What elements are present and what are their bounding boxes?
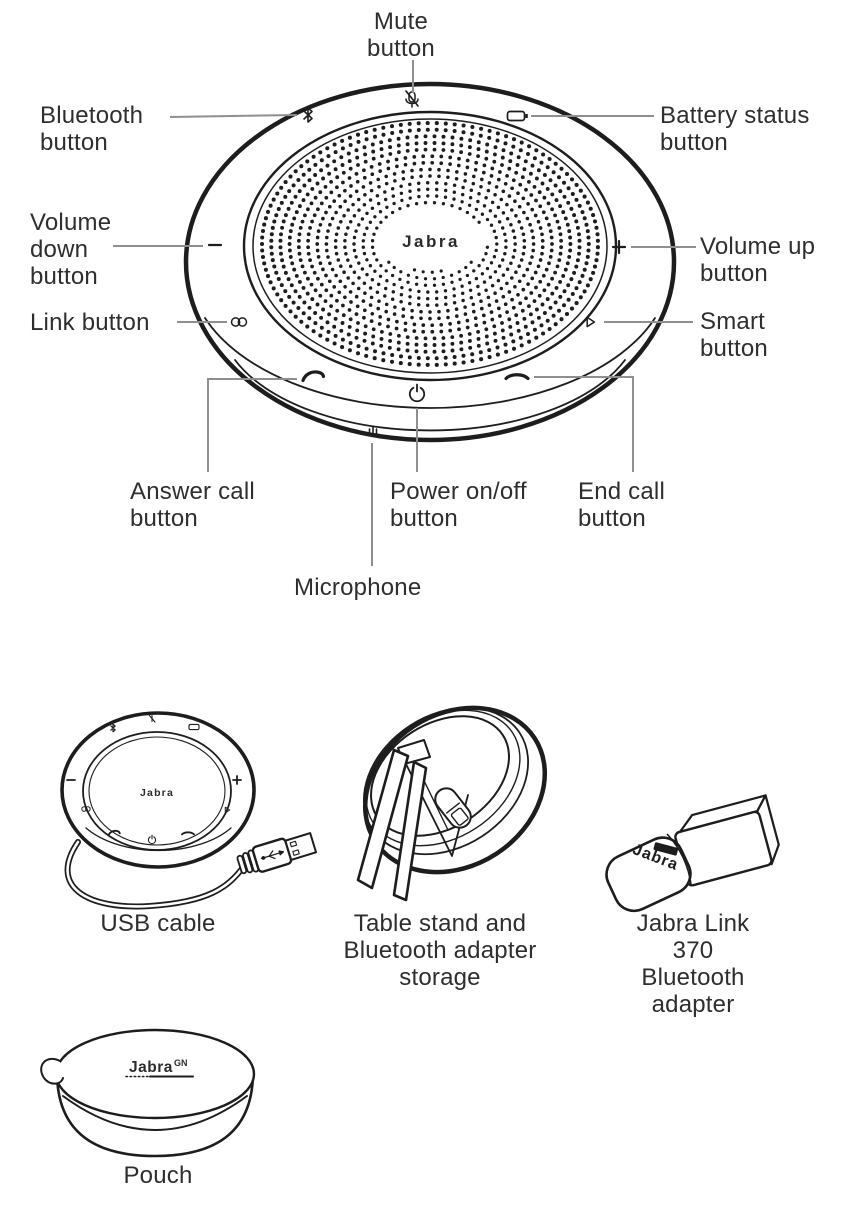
device-bottom-seam [234, 359, 626, 432]
answer-call-label: Answer call button [130, 478, 255, 532]
volume-up-label: Volume up button [700, 233, 816, 287]
link-370-illustration: Jabra [605, 794, 780, 913]
dongle-cap [605, 836, 692, 913]
mini-answer-icon [107, 829, 121, 837]
pouch-zipper-tab [40, 1058, 64, 1085]
mute-button-label: Mute button [367, 8, 435, 62]
device-face-bottom-edge [204, 317, 656, 409]
pouch-illustration: Jabra GN [40, 1028, 256, 1158]
usb-trident-mark [260, 850, 285, 860]
link-button-label: Link button [30, 309, 150, 336]
usb-connector [236, 832, 318, 875]
smart-icon [586, 316, 596, 328]
end-leader-line [534, 376, 634, 472]
end-call-label: End call button [578, 478, 665, 532]
smart-button-label: Smart button [700, 308, 768, 362]
stand-leg-right [392, 760, 428, 902]
mini-volume-up-icon [232, 775, 242, 785]
table-stand-illustration [356, 705, 548, 902]
mute-icon [405, 90, 419, 108]
device-logo: Jabra [402, 232, 460, 251]
answer-call-icon [301, 370, 326, 383]
mini-power-icon [147, 834, 157, 845]
dongle-led-bar [653, 842, 679, 856]
mini-link-icon [81, 806, 91, 812]
power-icon [408, 383, 426, 403]
mini-mute-icon [148, 714, 156, 723]
table-stand-label: Table stand and Bluetooth adapter storag… [343, 910, 537, 991]
dongle-cap-seam [666, 833, 692, 887]
pouch-logo-suffix: GN [174, 1058, 188, 1068]
answer-leader-line [207, 378, 297, 472]
usb-cable-cord [64, 839, 247, 910]
mini-battery-icon [188, 723, 200, 731]
usb-cable-label: USB cable [100, 910, 216, 937]
mini-smart-icon [224, 806, 231, 814]
mini-device-logo: Jabra [140, 787, 174, 799]
mini-ring-outer [82, 731, 232, 851]
bluetooth-button-label: Bluetooth button [40, 102, 144, 156]
microphone-label: Microphone [294, 574, 422, 601]
pouch-logo-group: Jabra GN [125, 1058, 194, 1078]
volume-up-icon [611, 239, 627, 255]
microphone-icon [368, 425, 378, 436]
volume-down-label: Volume down button [30, 209, 112, 290]
stand-adapter-slot [434, 787, 472, 829]
mini-end-icon [181, 831, 195, 836]
power-on-off-label: Power on/off button [390, 478, 527, 532]
speakerphone-illustration: Jabra [183, 81, 677, 443]
pouch-base-seam [62, 1095, 248, 1131]
leader-lines [113, 60, 696, 566]
battery-status-label: Battery status button [660, 102, 810, 156]
link-icon [230, 317, 248, 327]
pouch-logo: Jabra [129, 1059, 173, 1076]
mini-bluetooth-icon [110, 723, 116, 733]
bluetooth-icon [303, 107, 313, 123]
end-call-icon [504, 373, 530, 381]
speaker-grille-dots [259, 121, 600, 367]
bluetooth-leader-line [169, 114, 298, 118]
link-370-label: Jabra Link 370 Bluetooth adapter [636, 910, 750, 1018]
grille-inner-ring [252, 118, 608, 374]
mini-ring-inner [88, 736, 226, 846]
battery-icon [506, 110, 528, 122]
stand-leg-left [356, 748, 410, 890]
logo-ellipse [381, 214, 481, 266]
pouch-label: Pouch [123, 1162, 193, 1189]
usb-cable-illustration: Jabra [60, 711, 318, 910]
